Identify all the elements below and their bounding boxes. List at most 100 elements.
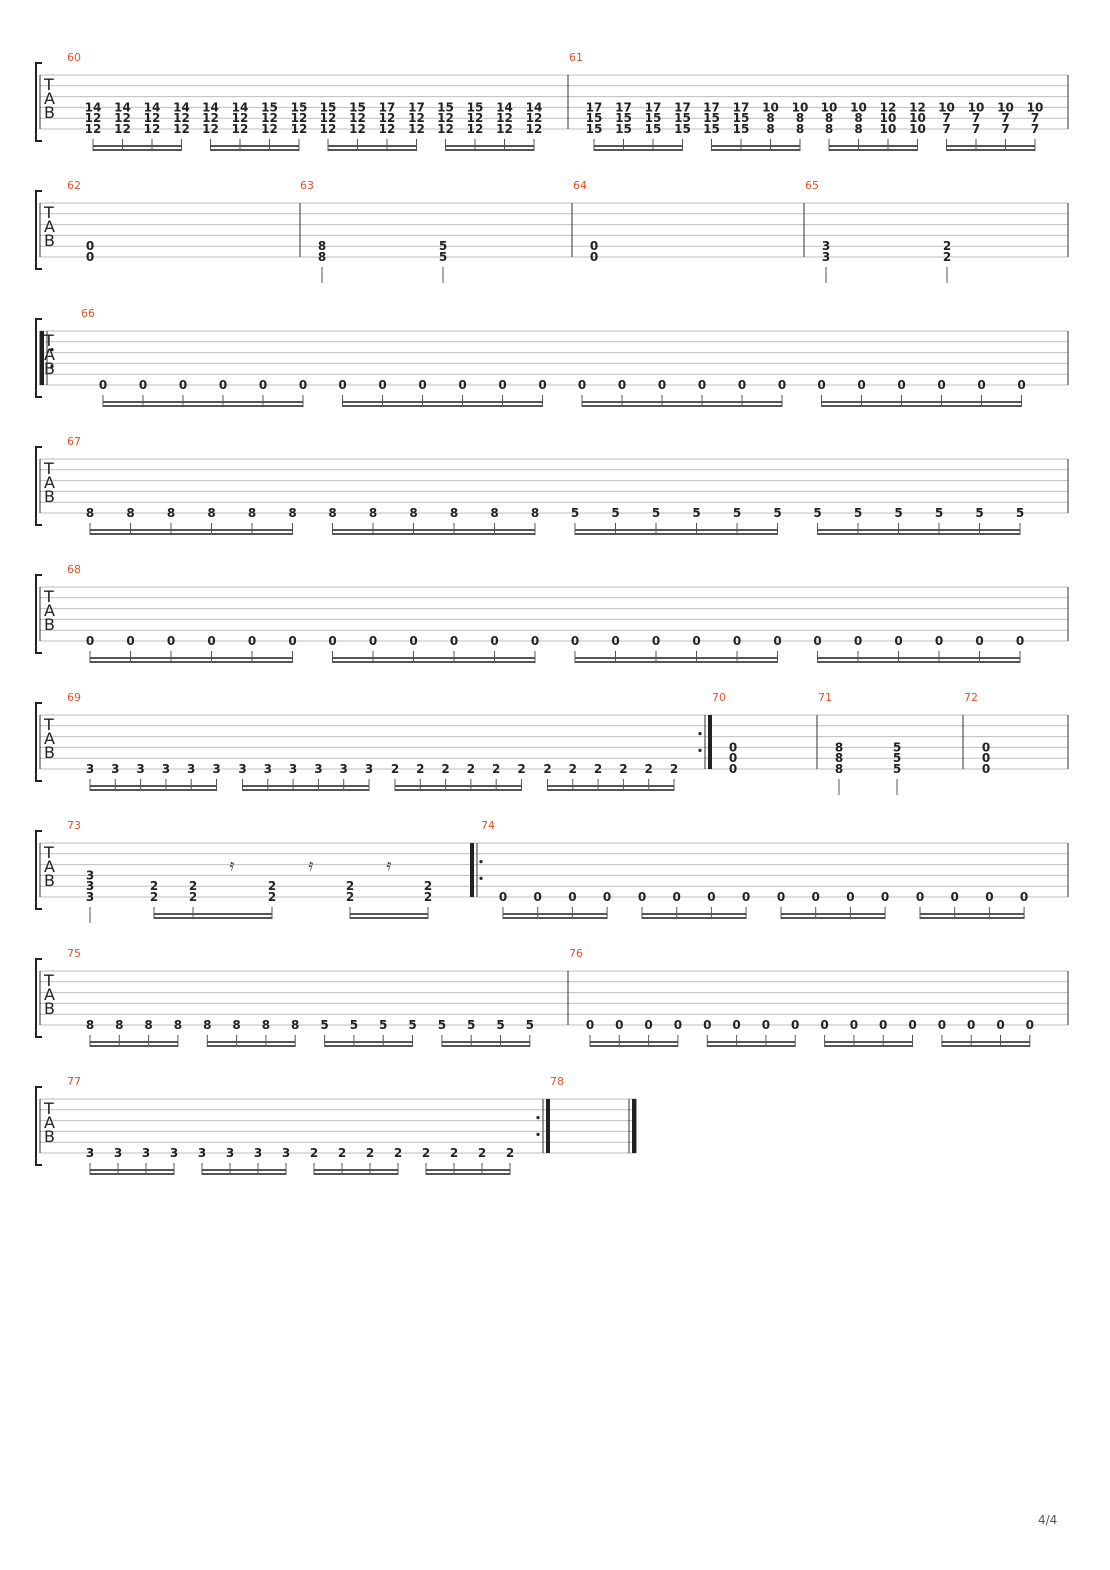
- repeat-thick-bar: [708, 715, 712, 769]
- note-beam: [90, 789, 217, 791]
- fret-number: 5: [692, 506, 700, 520]
- fret-number: 8: [262, 1018, 270, 1032]
- tab-clef-letter: A: [44, 985, 55, 1004]
- fret-number: 8: [288, 506, 296, 520]
- fret-number: 7: [1001, 111, 1009, 125]
- fret-number: 0: [846, 890, 854, 904]
- fret-number: 12: [437, 111, 454, 125]
- fret-number: 0: [499, 890, 507, 904]
- fret-number: 3: [86, 879, 94, 893]
- note-beam: [314, 1169, 398, 1171]
- fret-number: 0: [674, 1018, 682, 1032]
- fret-number: 17: [645, 100, 662, 114]
- fret-number: 5: [438, 1018, 446, 1032]
- system-brace: [35, 446, 42, 526]
- note-beam: [590, 1041, 678, 1043]
- fret-number: 14: [232, 100, 249, 114]
- tab-clef-letter: B: [44, 871, 55, 890]
- fret-number: 5: [894, 506, 902, 520]
- fret-number: 12: [261, 122, 278, 136]
- fret-number: 15: [291, 100, 308, 114]
- fret-number: 0: [791, 1018, 799, 1032]
- fret-number: 5: [611, 506, 619, 520]
- fret-number: 12: [291, 122, 308, 136]
- fret-number: 12: [349, 122, 366, 136]
- fret-number: 2: [189, 890, 197, 904]
- repeat-thick-bar: [40, 331, 44, 385]
- note-beam: [332, 529, 535, 531]
- fret-number: 0: [86, 250, 94, 264]
- fret-number: 10: [880, 122, 897, 136]
- fret-number: 0: [894, 634, 902, 648]
- fret-number: 0: [409, 634, 417, 648]
- fret-number: 2: [366, 1146, 374, 1160]
- tab-clef-letter: T: [43, 203, 54, 222]
- note-beam: [590, 1045, 678, 1047]
- sixteenth-rest: 𝄿: [230, 856, 235, 875]
- note-beam: [642, 913, 747, 915]
- measure-number: 60: [67, 51, 81, 64]
- fret-number: 0: [967, 1018, 975, 1032]
- fret-number: 8: [835, 740, 843, 754]
- fret-number: 10: [821, 100, 838, 114]
- note-beam: [829, 149, 918, 151]
- note-beam: [441, 1045, 530, 1047]
- fret-number: 0: [418, 378, 426, 392]
- note-beam: [350, 913, 428, 915]
- fret-number: 0: [571, 634, 579, 648]
- fret-number: 0: [996, 1018, 1004, 1032]
- note-beam: [103, 405, 303, 407]
- note-beam: [93, 149, 182, 151]
- note-beam: [332, 661, 535, 663]
- note-beam: [594, 145, 683, 147]
- tab-clef-letter: T: [43, 331, 54, 350]
- tab-clef-letter: A: [44, 1113, 55, 1132]
- fret-number: 7: [972, 122, 980, 136]
- fret-number: 2: [943, 250, 951, 264]
- sixteenth-rest: 𝄿: [309, 856, 314, 875]
- fret-number: 14: [114, 100, 131, 114]
- fret-number: 14: [173, 100, 190, 114]
- fret-number: 14: [526, 100, 543, 114]
- note-beam: [821, 405, 1022, 407]
- fret-number: 5: [408, 1018, 416, 1032]
- note-beam: [946, 145, 1035, 147]
- fret-number: 17: [733, 100, 750, 114]
- fret-number: 7: [942, 111, 950, 125]
- note-beam: [582, 405, 782, 407]
- tab-clef-letter: A: [44, 473, 55, 492]
- fret-number: 3: [187, 762, 195, 776]
- measure-number: 65: [805, 179, 819, 192]
- fret-number: 8: [531, 506, 539, 520]
- fret-number: 14: [144, 100, 161, 114]
- fret-number: 0: [531, 634, 539, 648]
- fret-number: 12: [880, 100, 897, 114]
- note-beam: [342, 405, 543, 407]
- fret-number: 0: [99, 378, 107, 392]
- fret-number: 0: [738, 378, 746, 392]
- measure-number: 66: [81, 307, 95, 320]
- fret-number: 5: [773, 506, 781, 520]
- fret-number: 2: [619, 762, 627, 776]
- system-brace: [35, 318, 42, 398]
- measure-number: 68: [67, 563, 81, 576]
- fret-number: 0: [985, 890, 993, 904]
- fret-number: 15: [586, 111, 603, 125]
- fret-number: 0: [977, 378, 985, 392]
- fret-number: 0: [288, 634, 296, 648]
- fret-number: 0: [916, 890, 924, 904]
- fret-number: 12: [173, 122, 190, 136]
- fret-number: 2: [478, 1146, 486, 1160]
- repeat-thick-bar: [470, 843, 474, 897]
- fret-number: 12: [437, 122, 454, 136]
- fret-number: 2: [268, 890, 276, 904]
- fret-number: 0: [369, 634, 377, 648]
- fret-number: 8: [203, 1018, 211, 1032]
- fret-number: 12: [320, 122, 337, 136]
- fret-number: 8: [854, 111, 862, 125]
- fret-number: 17: [615, 100, 632, 114]
- tab-clef-letter: A: [44, 729, 55, 748]
- fret-number: 5: [467, 1018, 475, 1032]
- fret-number: 17: [379, 100, 396, 114]
- fret-number: 5: [379, 1018, 387, 1032]
